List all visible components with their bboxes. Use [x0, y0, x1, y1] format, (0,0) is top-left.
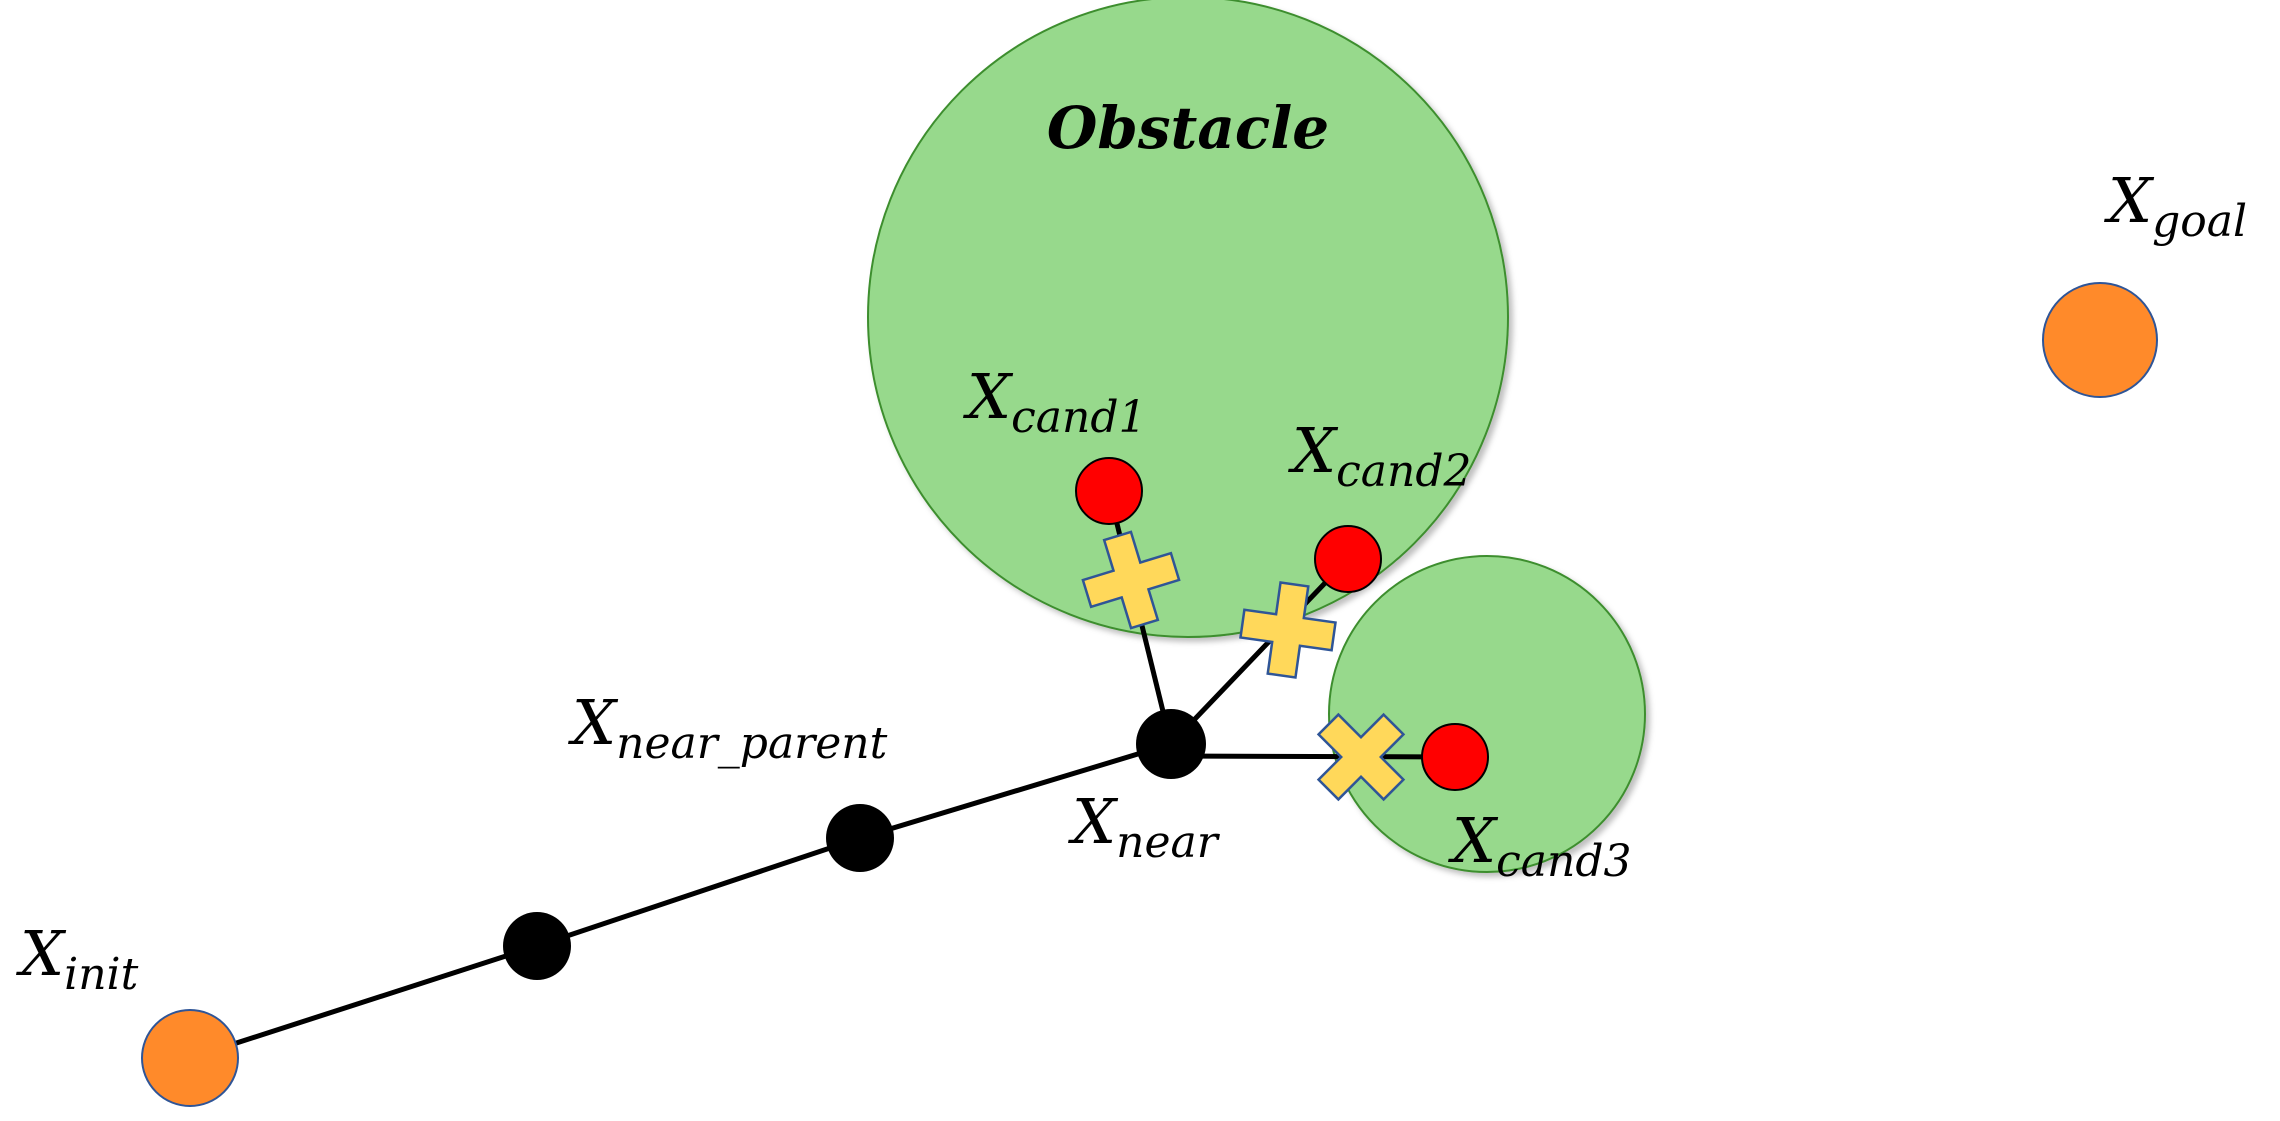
obstacle-title: Obstacle: [1047, 94, 1329, 162]
cross-icon: [1316, 712, 1406, 802]
label-near-parent: Xnear_parent: [568, 686, 888, 769]
edge-near-cand2: [1169, 557, 1350, 746]
label-cand1: Xcand1: [963, 360, 1147, 443]
label-goal: Xgoal: [2104, 164, 2247, 247]
cand1-node: [1075, 457, 1143, 525]
edge-near-parent-near: [859, 741, 1172, 841]
edge-node1-near-parent: [536, 835, 861, 949]
label-init: Xinit: [16, 917, 139, 1000]
cand2-node: [1314, 525, 1382, 593]
tree-node: [503, 912, 571, 980]
obstacle-small: [1328, 555, 1646, 873]
label-cand3: Xcand3: [1448, 804, 1632, 887]
init-node: [141, 1009, 239, 1107]
tree-edges: [189, 490, 1456, 1061]
near-parent-node: [826, 804, 894, 872]
cross-icon: [1081, 530, 1181, 630]
cand3-node: [1421, 723, 1489, 791]
cross-icon: [1239, 581, 1337, 679]
label-near: Xnear: [1068, 785, 1221, 868]
near-node: [1136, 709, 1206, 779]
obstacle-large: [867, 0, 1509, 638]
label-cand2: Xcand2: [1288, 414, 1472, 497]
edge-near-cand3: [1170, 753, 1456, 760]
goal-node: [2042, 282, 2158, 398]
edge-init-node1: [189, 943, 538, 1061]
